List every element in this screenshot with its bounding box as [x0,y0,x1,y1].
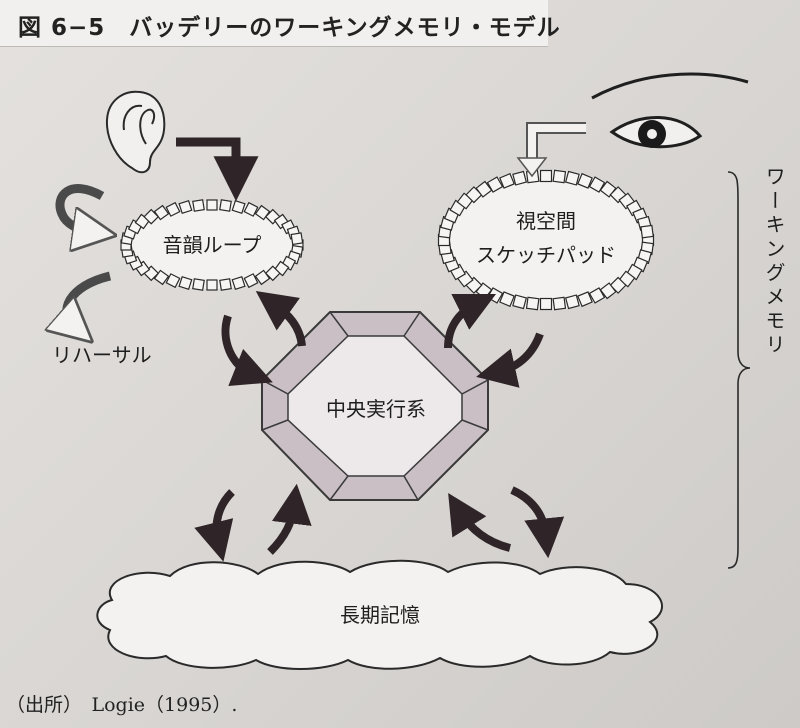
visuospatial-label-line2: スケッチパッド [476,243,616,267]
arrow-ltm-to-executive-left [267,483,312,555]
phonological-loop-cell [290,232,304,246]
visuospatial-cell [577,172,593,189]
phonological-loop-cell [165,201,181,217]
phonological-loop-cell [206,199,218,211]
phonological-loop-cell [243,273,259,289]
arrow-sketchpad-to-executive [476,332,544,388]
visuospatial-cell [499,172,515,189]
visuospatial-cell [512,170,528,186]
phonological-loop-cell [231,199,246,215]
visuospatial-cell [525,296,540,311]
visuospatial-cell [588,176,606,193]
arrow-executive-to-ltm-left [194,489,235,562]
visuospatial-label-line1: 視空間 [516,209,576,233]
phonological-loop-cell [264,265,281,282]
eye-input-arrow [516,122,586,178]
phonological-loop-cell [192,199,205,212]
phonological-loop-cell [243,201,259,217]
visuospatial-cell [539,169,553,183]
arrow-loop-to-executive [221,314,273,387]
rehearsal-loop-arrows [60,184,110,326]
ear-input-arrow [176,137,259,202]
phonological-loop-cell [178,199,193,215]
phonological-loop-cell [192,278,205,291]
working-memory-label: ワーキングメモリ [762,166,786,358]
phonological-loop-cell [178,275,193,291]
visuospatial-cell [499,291,515,308]
working-memory-bracket [727,171,751,569]
visuospatial-cell [564,294,580,310]
central-executive-octagon [261,311,489,501]
visuospatial-cell [599,282,617,300]
phonological-loop-label: 音韻ループ [163,233,262,257]
visuospatial-cell [475,180,493,198]
phonological-loop-cell [165,273,181,289]
phonological-loop-cell [231,275,246,291]
visuospatial-cell [486,176,504,193]
phonological-loop-cell [254,269,271,286]
visuospatial-cell [552,169,567,184]
phonological-loop-cell [206,279,218,291]
phonological-loop-cell [143,208,160,225]
visuospatial-cell [640,224,654,239]
visuospatial-cell [577,291,593,308]
rehearsal-label: リハーサル [52,343,152,367]
visuospatial-cell [588,287,606,304]
visuospatial-cell [512,294,528,310]
figure-caption: （出所） Logie（1995）. [6,694,238,716]
flow-arrows [194,290,565,562]
figure-title-bar: 図 6−5 バッデリーのワーキングメモリ・モデル [0,0,560,47]
visuospatial-sketchpad-ring [437,169,655,311]
eye-icon [591,72,749,149]
visuospatial-cell [539,297,553,311]
phonological-loop-ring [120,199,304,291]
arrow-executive-to-ltm-right [510,486,565,559]
arrow-ltm-to-executive-right [448,493,512,552]
central-executive-label: 中央実行系 [326,397,426,421]
visuospatial-cell [552,296,567,311]
long-term-memory-cloud [96,559,663,670]
figure-title: 図 6−5 バッデリーのワーキングメモリ・モデル [18,15,561,41]
phonological-loop-cell [219,278,232,291]
arrow-executive-to-loop [255,290,306,347]
visuospatial-cell [564,170,580,186]
long-term-memory-label: 長期記憶 [340,603,420,627]
ear-icon [105,90,166,174]
phonological-loop-cell [219,199,232,212]
arrow-executive-to-sketchpad [444,293,497,349]
phonological-loop-cell [153,204,170,221]
